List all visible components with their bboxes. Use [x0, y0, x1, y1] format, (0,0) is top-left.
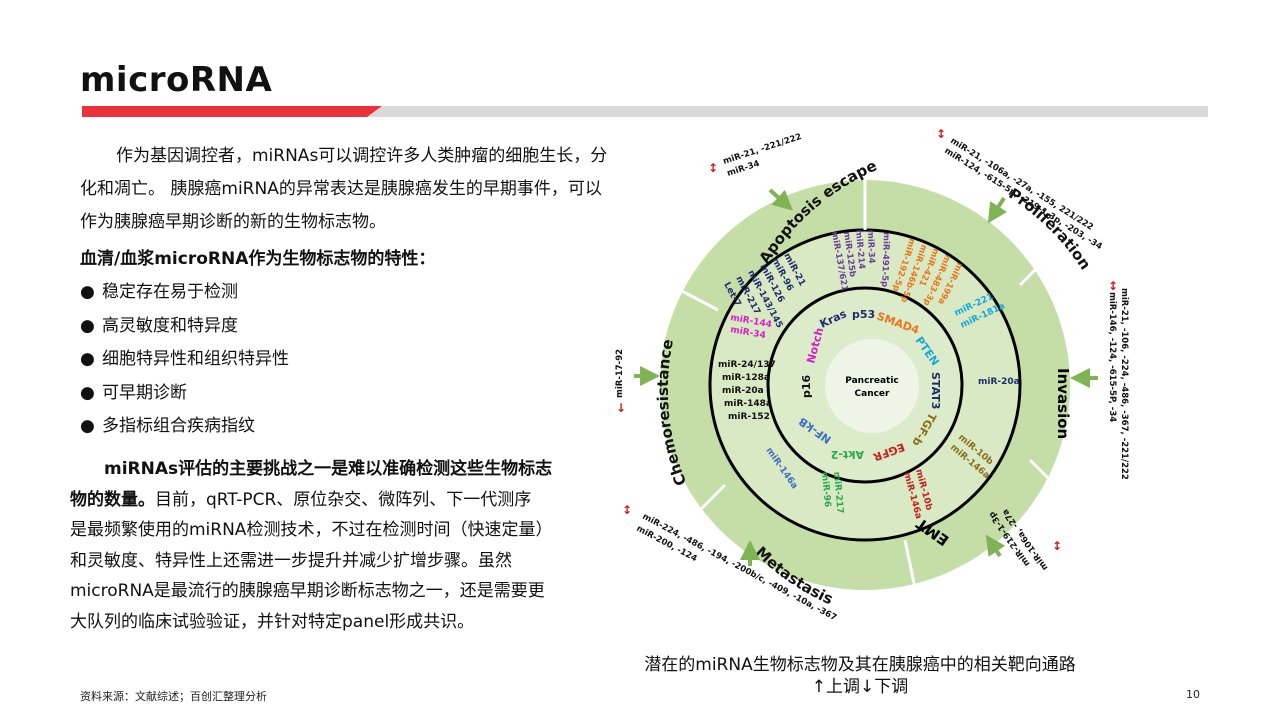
gene-label: STAT3 [929, 372, 942, 409]
svg-text:miR-21, -221/222: miR-21, -221/222 [722, 132, 803, 167]
center-circle [825, 339, 919, 433]
svg-text:miR-96: miR-96 [819, 471, 832, 507]
challenge-line: 大队列的临床试验验证，并针对特定panel形成共识。 [70, 611, 475, 632]
svg-text:miR-146, -124, -615-5P, -34: miR-146, -124, -615-5P, -34 [1107, 292, 1117, 422]
source-note: 资料来源：文献综述；百创汇整理分析 [80, 690, 267, 703]
gene-label: Akt-2 [831, 448, 864, 461]
page-number: 10 [1186, 688, 1200, 701]
center-label: Pancreatic [845, 376, 899, 386]
up-down-arrow-icon: ↕ [622, 503, 632, 517]
biomarker-heading: 血清/血浆microRNA作为生物标志物的特性： [80, 249, 436, 269]
gene-label: p16 [800, 374, 813, 398]
intro-line: 作为胰腺癌早期诊断的新的生物标志物。 [80, 212, 386, 232]
svg-text:miR-152: miR-152 [728, 412, 770, 422]
figure-caption: 潜在的miRNA生物标志物及其在胰腺癌中的相关靶向通路 ↑上调↓下调 [610, 654, 1110, 698]
up-down-arrow-icon: ↕ [708, 161, 718, 175]
mir-cluster-akt: miR-217 miR-96 [819, 471, 845, 514]
challenge-line: microRNA是最流行的胰腺癌早期诊断标志物之一，还是需要更 [70, 581, 545, 601]
gene-label: p53 [852, 308, 875, 321]
list-item: ●高灵敏度和特异度 [80, 310, 289, 344]
title-underline-red [82, 106, 382, 117]
list-item: ●可早期诊断 [80, 377, 289, 411]
up-down-arrow-icon: ↕ [1108, 279, 1118, 293]
bullet-icon: ● [80, 282, 95, 302]
intro-paragraph: 作为基因调控者，miRNAs可以调控许多人类肿瘤的细胞生长，分 化和凋亡。 胰腺… [80, 140, 680, 239]
green-arrow-icon [987, 196, 1008, 224]
biomarker-list: ●稳定存在易于检测 ●高灵敏度和特异度 ●细胞特异性和组织特异性 ●可早期诊断 … [80, 276, 289, 444]
bullet-icon: ● [80, 349, 95, 369]
list-item: ●细胞特异性和组织特异性 [80, 343, 289, 377]
caption-line: 潜在的miRNA生物标志物及其在胰腺癌中的相关靶向通路 [644, 655, 1076, 675]
svg-text:miR-491-5p: miR-491-5p [879, 232, 891, 287]
svg-text:miR-214: miR-214 [853, 229, 866, 269]
down-arrow-icon: ↓ [616, 401, 626, 415]
outer-annotation-invasion: miR-21, -106, -224, -486, -367, -221/222… [1107, 279, 1129, 480]
challenge-line: 和灵敏度、特异性上还需进一步提升并减少扩增步骤。虽然 [70, 550, 512, 571]
list-item: ●稳定存在易于检测 [80, 276, 289, 310]
bullet-icon: ● [80, 382, 95, 403]
challenge-bold: miRNAs评估的主要挑战之一是难以准确检测这些生物标志 [104, 459, 553, 479]
mirna-pathway-diagram: Pancreatic Cancer Apoptosis escape Proli… [615, 127, 1129, 623]
svg-text:miR-17-92: miR-17-92 [615, 349, 625, 398]
page-title: microRNA [80, 60, 273, 100]
svg-text:miR-24/137: miR-24/137 [718, 360, 776, 370]
challenge-bold: 物的数量。 [70, 489, 155, 510]
title-underline-gray [367, 106, 1208, 117]
green-arrow-icon [768, 188, 793, 211]
up-down-arrow-icon: ↕ [1052, 539, 1062, 553]
bullet-icon: ● [80, 416, 95, 436]
outer-annotation-apoptosis: miR-21, -221/222 miR-34 ↕ [708, 132, 803, 179]
challenge-line: 是最频繁使用的miRNA检测技术，不过在检测时间（快速定量） [70, 520, 553, 540]
bullet-icon: ● [80, 315, 95, 336]
intro-line: 作为基因调控者，miRNAs可以调控许多人类肿瘤的细胞生长，分 [116, 146, 608, 166]
green-arrow-icon [985, 534, 1006, 558]
list-item: ●多指标组合疾病指纹 [80, 410, 289, 444]
outer-annotation-chemoresistance: miR-17-92 ↓ [615, 349, 626, 415]
intro-line: 化和凋亡。 胰腺癌miRNA的异常表达是胰腺癌发生的早期事件，可以 [80, 179, 602, 199]
caption-legend: ↑上调↓下调 [811, 677, 909, 697]
title-underline [82, 106, 1208, 117]
center-label: Cancer [855, 389, 891, 399]
sector-label-invasion: Invasion [1054, 368, 1072, 439]
svg-text:miR-148a: miR-148a [724, 399, 772, 409]
sector-dividers [679, 180, 1052, 589]
mir-cluster-stat3: miR-20a [978, 377, 1020, 387]
svg-text:miR-21, -106, -224, -486, -367: miR-21, -106, -224, -486, -367, -221/222 [1119, 288, 1129, 480]
svg-text:miR-34: miR-34 [865, 230, 876, 264]
up-down-arrow-icon: ↕ [936, 127, 946, 141]
challenge-paragraph: miRNAs评估的主要挑战之一是难以准确检测这些生物标志 物的数量。目前，qRT… [70, 454, 610, 637]
svg-text:miR-217: miR-217 [831, 471, 845, 514]
svg-text:miR-20a: miR-20a [722, 386, 764, 396]
mir-cluster-p16: miR-24/137 miR-128a miR-20a miR-148a miR… [718, 360, 776, 422]
svg-text:miR-128a: miR-128a [722, 373, 770, 383]
